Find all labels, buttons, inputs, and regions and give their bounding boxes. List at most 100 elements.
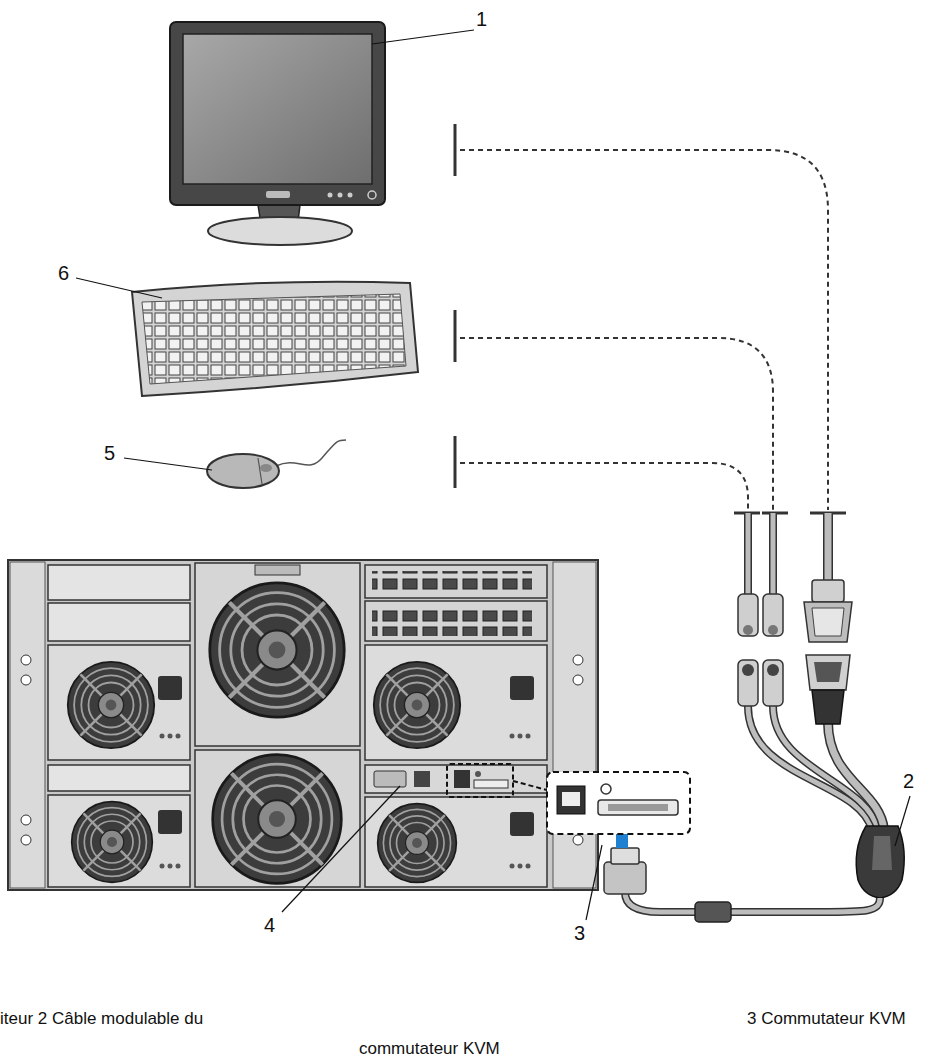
rail-hole bbox=[21, 655, 31, 665]
leader-line bbox=[124, 458, 212, 470]
vga-plug-face bbox=[812, 608, 844, 636]
kvm-port-pins bbox=[608, 804, 668, 811]
callout-number: 5 bbox=[104, 442, 115, 464]
chassis-fan bbox=[213, 755, 342, 884]
callout-number: 1 bbox=[476, 8, 487, 30]
fan-module bbox=[195, 563, 360, 746]
psu-fan bbox=[72, 802, 153, 883]
psu-fan bbox=[378, 804, 457, 883]
monitor bbox=[170, 22, 385, 245]
keyboard-body bbox=[132, 282, 418, 396]
cable bbox=[744, 513, 752, 596]
ps2-jack bbox=[763, 660, 783, 706]
caption-text: iteur 2 Câble modulable du bbox=[0, 1010, 203, 1029]
fan-module bbox=[195, 750, 360, 887]
blank-module bbox=[48, 603, 190, 641]
ps2-plug bbox=[738, 594, 758, 636]
wire-bar bbox=[454, 310, 457, 362]
cable bbox=[825, 513, 832, 582]
monitor-button bbox=[338, 193, 343, 198]
kvm-port bbox=[474, 780, 508, 788]
vga-plug bbox=[804, 602, 852, 642]
rj45-port bbox=[454, 770, 470, 788]
splitter-highlight bbox=[872, 836, 892, 870]
kvm-plug bbox=[604, 862, 646, 894]
monitor-base bbox=[208, 217, 352, 245]
callout-number: 6 bbox=[58, 262, 69, 284]
psu-fan bbox=[374, 662, 460, 748]
chassis-fan bbox=[210, 583, 344, 717]
cable bbox=[823, 513, 833, 582]
leader-line bbox=[895, 796, 910, 846]
status-led bbox=[168, 864, 173, 869]
vga-port bbox=[374, 771, 406, 787]
status-led bbox=[475, 771, 481, 777]
peripheral-plugs bbox=[738, 513, 852, 642]
vga-jack-body bbox=[812, 690, 844, 724]
kvm-plug-head bbox=[611, 848, 639, 864]
mouse-cable bbox=[276, 440, 346, 466]
status-led bbox=[510, 864, 515, 869]
leader-line bbox=[76, 278, 162, 298]
vga-jack bbox=[806, 655, 850, 690]
mouse bbox=[207, 440, 346, 488]
mouse-button bbox=[258, 458, 262, 484]
vga-jack-face bbox=[814, 662, 842, 682]
cable bbox=[769, 513, 777, 596]
rj45-socket bbox=[562, 792, 580, 806]
ps2-jack bbox=[738, 660, 758, 706]
status-led bbox=[168, 734, 173, 739]
cable bbox=[625, 892, 880, 912]
callout-number: 4 bbox=[264, 914, 275, 936]
zoom-box bbox=[547, 772, 690, 834]
caption-text: commutateur KVM bbox=[359, 1040, 500, 1059]
io-module bbox=[365, 565, 547, 598]
psu-fan bbox=[68, 662, 154, 748]
rail-hole bbox=[21, 675, 31, 685]
monitor-bezel bbox=[170, 22, 385, 205]
leader-line bbox=[282, 786, 400, 912]
cmc-module bbox=[365, 765, 547, 793]
cable bbox=[828, 722, 884, 830]
dashed-wire bbox=[460, 338, 773, 510]
ps2-plug bbox=[763, 594, 783, 636]
dashed-wire bbox=[460, 463, 748, 510]
rail-hole bbox=[573, 655, 583, 665]
keyboard-keys bbox=[142, 294, 406, 384]
fan-handle bbox=[255, 565, 300, 575]
wire-bar bbox=[454, 436, 457, 488]
power-socket bbox=[510, 812, 534, 836]
rj45-port bbox=[557, 786, 585, 814]
io-ports bbox=[372, 571, 532, 591]
ps2-socket bbox=[742, 664, 754, 676]
io-ports bbox=[372, 608, 532, 636]
highlight-box bbox=[447, 764, 513, 797]
network-port bbox=[414, 771, 430, 787]
blade-chassis bbox=[8, 560, 598, 890]
power-supply bbox=[48, 645, 190, 760]
status-led bbox=[176, 864, 181, 869]
ps2-socket bbox=[767, 664, 779, 676]
leader-line bbox=[586, 845, 602, 920]
rail-hole bbox=[21, 835, 31, 845]
status-led bbox=[518, 734, 523, 739]
cable bbox=[771, 513, 776, 596]
status-led bbox=[160, 864, 165, 869]
zoom-line bbox=[513, 781, 547, 790]
status-led bbox=[526, 734, 531, 739]
ferrite-bead bbox=[695, 902, 731, 922]
dashed-wires bbox=[455, 124, 846, 513]
rail-hole bbox=[21, 815, 31, 825]
cable bbox=[828, 722, 884, 830]
cable-splitter bbox=[856, 826, 904, 898]
power-supply bbox=[365, 645, 547, 760]
leader-line bbox=[372, 30, 474, 44]
callout-number: 2 bbox=[903, 770, 914, 792]
keyboard bbox=[132, 282, 418, 396]
ps2-pin bbox=[768, 625, 778, 635]
monitor-button bbox=[348, 193, 353, 198]
rail-hole bbox=[573, 675, 583, 685]
